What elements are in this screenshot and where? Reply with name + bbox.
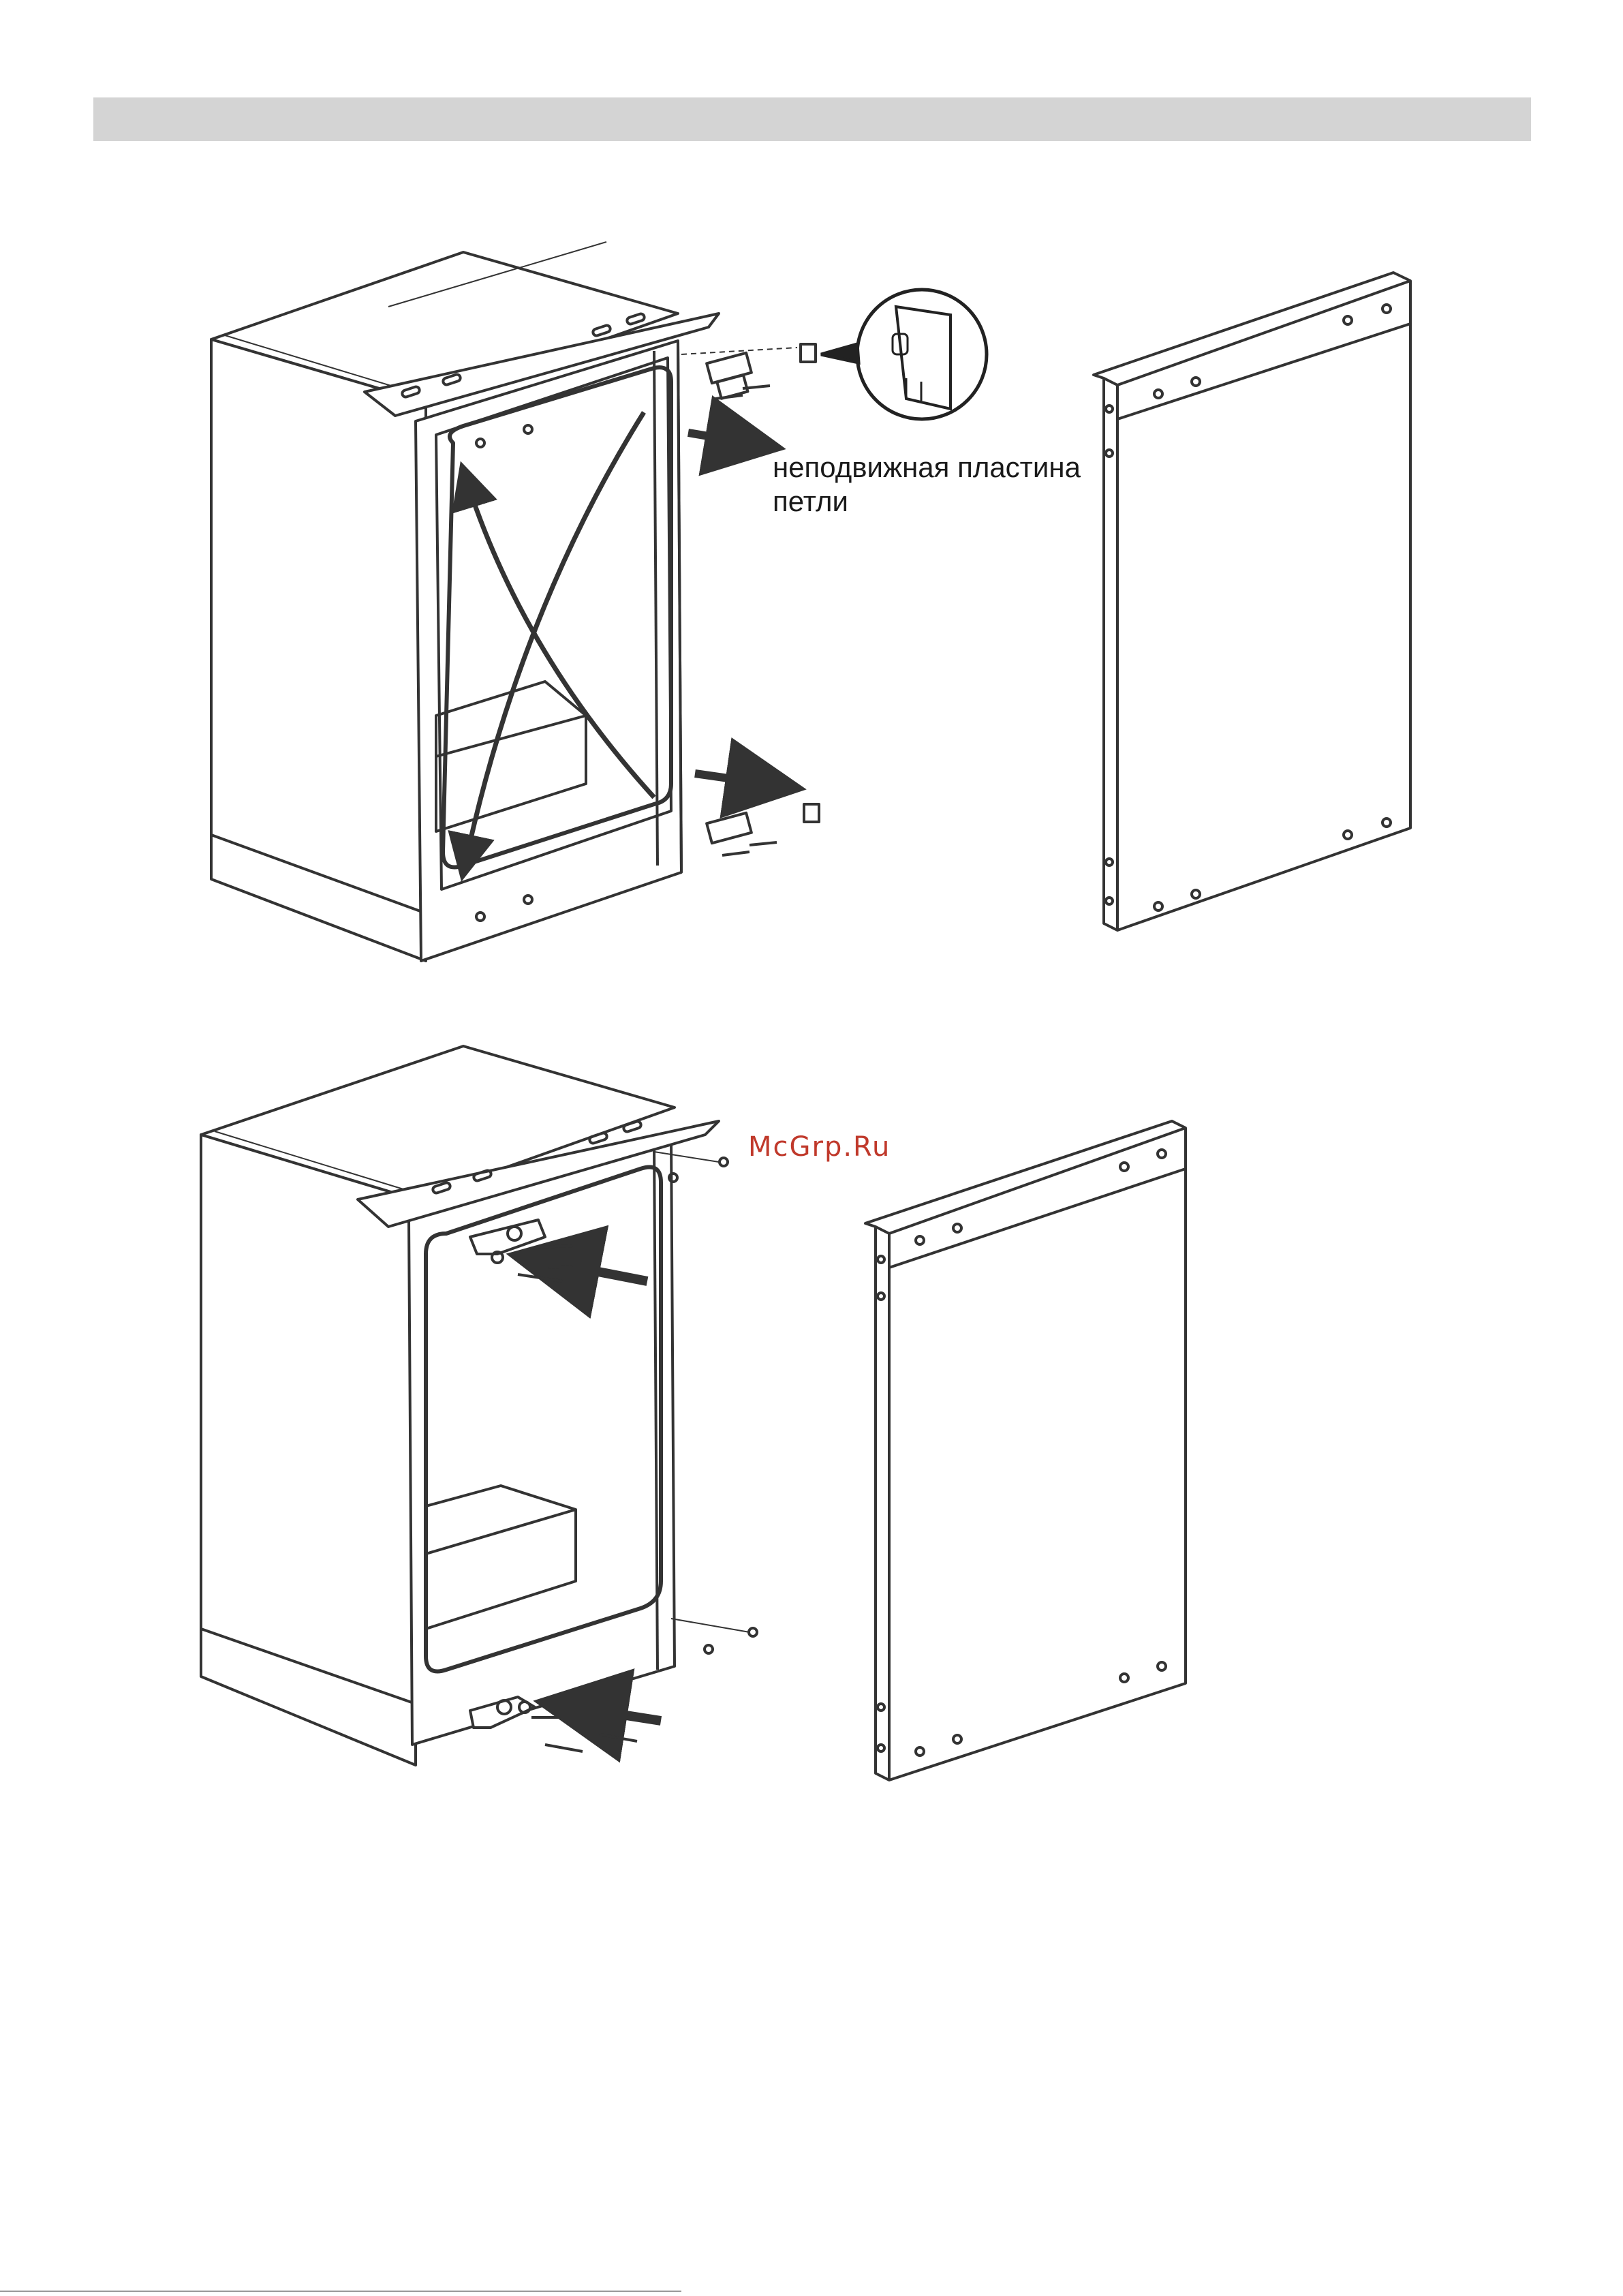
- door-panel-bottom: [865, 1121, 1186, 1780]
- watermark: McGrp.Ru: [748, 1131, 891, 1163]
- cabinet-top: [211, 242, 819, 961]
- hinge-plate-callout: [821, 290, 987, 419]
- cabinet-bottom: [201, 1046, 757, 1765]
- fixed-hinge-plate-label-line2: петли: [773, 485, 848, 518]
- door-panel-top: [1094, 273, 1410, 930]
- fixed-hinge-plate-label-line1: неподвижная пластина: [773, 451, 1081, 484]
